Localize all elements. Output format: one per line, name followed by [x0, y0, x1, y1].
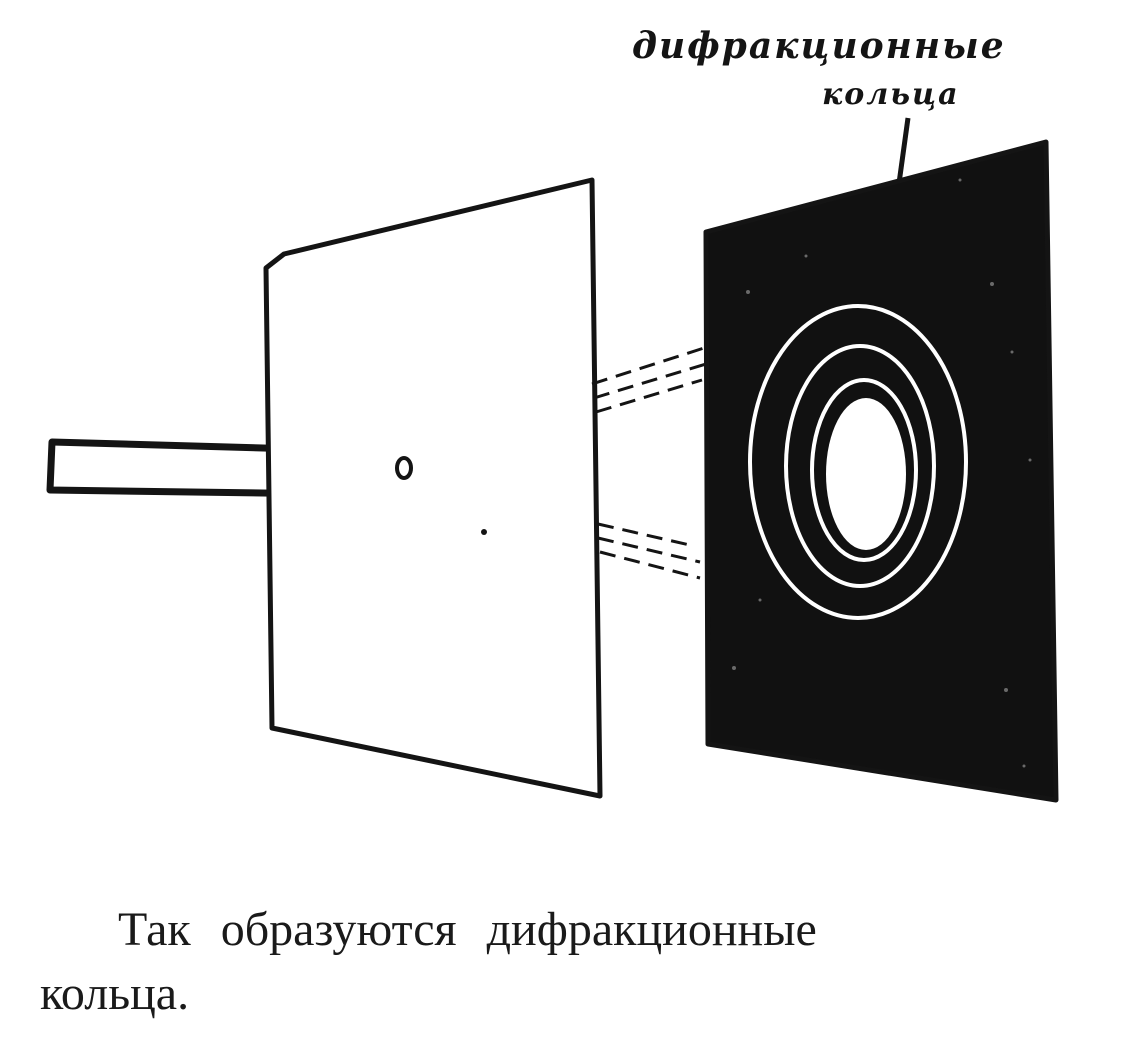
annotation-line-2: кольца [822, 77, 960, 112]
figure-caption: Так образуются дифракционные кольца. [40, 898, 1040, 1026]
diffraction-ring-middle [784, 344, 936, 588]
caption-line-1: Так образуются дифракционные [118, 903, 817, 956]
diffraction-ring-inner [810, 378, 918, 562]
annotation-line-1: дифракционные [632, 25, 1006, 67]
caption-line-2: кольца. [40, 967, 190, 1020]
diffraction-ring-outer [748, 304, 968, 620]
diffraction-rings [748, 304, 968, 620]
screen-texture [732, 178, 1032, 768]
central-bright-spot [826, 398, 906, 550]
pinhole-aperture [395, 456, 413, 480]
diffraction-diagram: дифракционные кольца [46, 25, 1059, 803]
aperture-screen [263, 177, 603, 799]
dust-speck [481, 529, 487, 535]
light-rays [591, 346, 707, 580]
